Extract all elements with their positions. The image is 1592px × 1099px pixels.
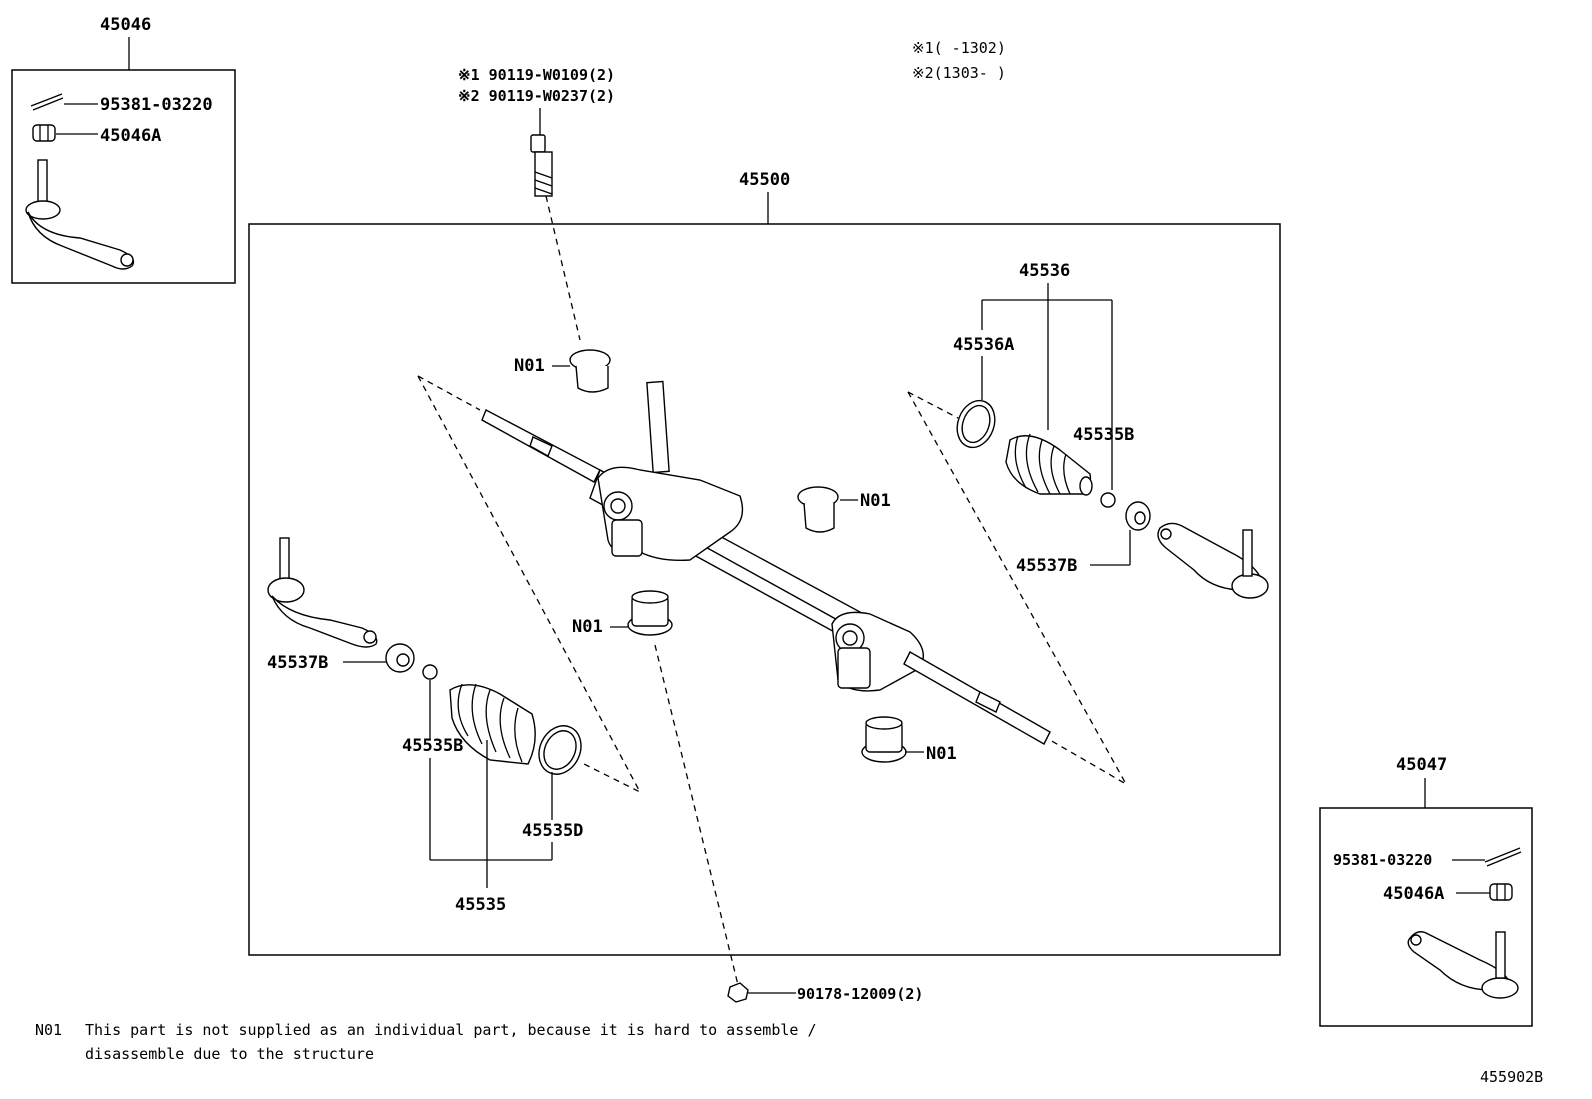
bushing-icon (797, 486, 839, 533)
castle-nut-icon (1489, 883, 1513, 901)
tie-rod-end-45046-group: 45046 95381-03220 45046A (11, 15, 236, 284)
clamp-ring-icon (956, 399, 996, 449)
clip-icon (422, 664, 438, 680)
callout-45535b-right[interactable]: 45535B (1073, 425, 1134, 445)
tie-rod-end-45047-box (1319, 807, 1533, 1027)
tie-rod-end-45046-box (11, 69, 236, 284)
boot-icon (449, 683, 536, 765)
callout-45536a[interactable]: 45536A (953, 335, 1014, 355)
tie-rod-end-icon (267, 537, 378, 648)
callout-45537b-left[interactable]: 45537B (267, 653, 328, 673)
tie-rod-end-45047-group: 45047 95381-03220 45046A (1319, 755, 1533, 1027)
callout-45535d[interactable]: 45535D (522, 821, 583, 841)
legend-range-1: ※1( -1302) (912, 39, 1006, 57)
bushing-icon (627, 590, 673, 636)
callout-cotter-pin-right[interactable]: 95381-03220 (1333, 851, 1432, 869)
callout-n01-a[interactable]: N01 (514, 356, 545, 376)
callout-nut-right[interactable]: 45046A (1383, 884, 1444, 904)
steering-rack-icon (481, 380, 1051, 745)
tie-rod-end-icon (25, 159, 135, 270)
callout-n01-b[interactable]: N01 (860, 491, 891, 511)
callout-bolt-1[interactable]: ※1 90119-W0109(2) (458, 66, 615, 84)
legend-range-2: ※2(1303- ) (912, 64, 1006, 82)
callout-45535b-left[interactable]: 45535B (402, 736, 463, 756)
clip-icon (1100, 492, 1116, 508)
callout-45500[interactable]: 45500 (739, 170, 790, 190)
callout-nut-left[interactable]: 45046A (100, 126, 161, 146)
footnote-line-1: This part is not supplied as an individu… (85, 1021, 817, 1039)
castle-nut-icon (32, 124, 56, 142)
callout-cotter-pin-left[interactable]: 95381-03220 (100, 95, 213, 115)
cotter-pin-icon (1484, 847, 1522, 867)
callout-bolt-2[interactable]: ※2 90119-W0237(2) (458, 87, 615, 105)
callout-nut-bottom[interactable]: 90178-12009(2) (797, 985, 923, 1003)
callout-45535[interactable]: 45535 (455, 895, 506, 915)
callout-45537b-right[interactable]: 45537B (1016, 556, 1077, 576)
callout-n01-c[interactable]: N01 (572, 617, 603, 637)
bushing-icon (569, 349, 611, 393)
callout-45536[interactable]: 45536 (1019, 261, 1070, 281)
callout-45047[interactable]: 45047 (1396, 755, 1447, 775)
steering-gear-assembly-45500-box (248, 223, 1281, 956)
bushing-icon (861, 716, 907, 763)
callout-n01-d[interactable]: N01 (926, 744, 957, 764)
tie-rod-end-icon (1157, 522, 1269, 599)
boot-icon (1005, 433, 1093, 496)
footnote-code: N01 (35, 1021, 62, 1039)
lock-nut-icon (385, 643, 415, 673)
hex-nut-icon (727, 982, 749, 1003)
lock-nut-icon (1125, 501, 1151, 531)
callout-45046[interactable]: 45046 (100, 15, 151, 35)
footnote-line-2: disassemble due to the structure (85, 1045, 374, 1063)
tie-rod-end-icon (1407, 931, 1519, 999)
bolt-icon (530, 134, 553, 197)
diagram-id: 455902B (1480, 1068, 1543, 1086)
cotter-pin-icon (30, 93, 64, 111)
clamp-ring-icon (538, 725, 582, 775)
